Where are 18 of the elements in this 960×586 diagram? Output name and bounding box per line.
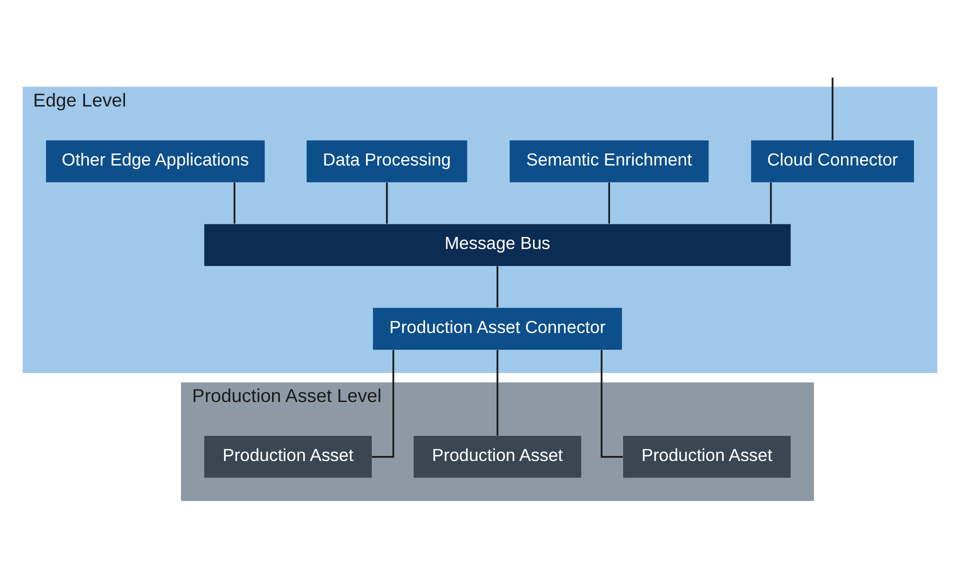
node-box: Other Edge Applications — [46, 140, 265, 182]
node-box: Data Processing — [306, 140, 468, 182]
node-box: Production Asset — [204, 435, 372, 478]
node-box: Production Asset — [414, 435, 582, 478]
connector — [600, 349, 623, 458]
node-box: Cloud Connector — [751, 140, 914, 182]
node-box: Production Asset Connector — [372, 307, 622, 350]
node-box: Production Asset — [623, 435, 791, 478]
connector — [832, 77, 834, 140]
connector — [386, 182, 388, 224]
connector — [770, 182, 772, 224]
connector — [608, 182, 610, 224]
connector — [496, 266, 498, 307]
connector — [372, 349, 394, 458]
connector — [496, 349, 498, 436]
node-box: Message Bus — [204, 224, 791, 266]
node-box: Semantic Enrichment — [510, 140, 709, 182]
connector — [234, 182, 236, 224]
